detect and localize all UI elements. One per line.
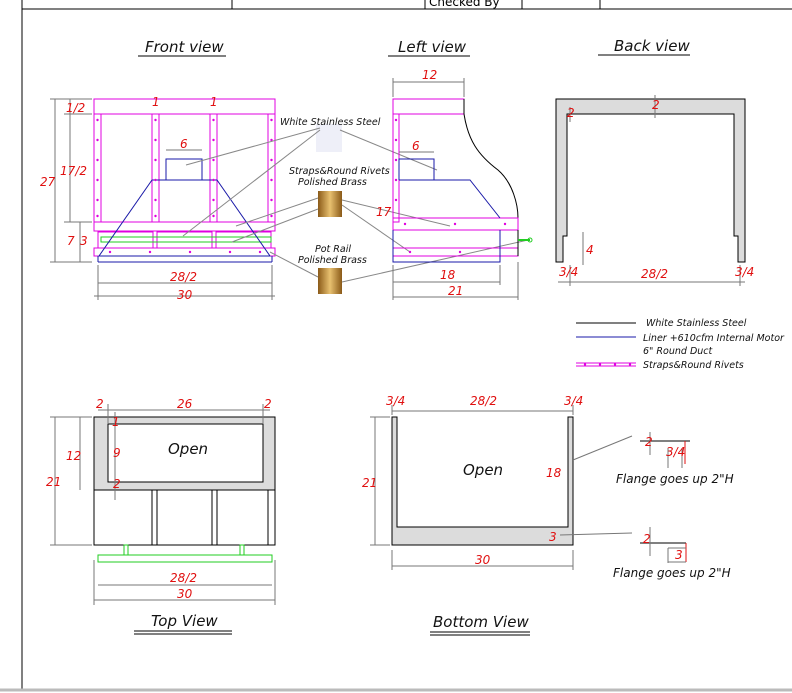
pot-rail-callout-1: Pot Rail xyxy=(315,244,351,255)
left-dim-17: 17 xyxy=(376,205,392,219)
bottom-dim-3: 3 xyxy=(549,530,557,544)
flange-dim-3: 3 xyxy=(675,548,683,562)
front-dim-7: 7 xyxy=(67,234,75,248)
left-dim-6: 6 xyxy=(412,139,420,153)
brass-strap-swatch xyxy=(318,191,342,217)
checked-by-label: Checked By xyxy=(429,0,500,9)
top-dim-30: 30 xyxy=(177,587,193,601)
back-view-title: Back view xyxy=(614,37,690,55)
bottom-dim-34a: 3/4 xyxy=(386,394,405,408)
bottom-open-label: Open xyxy=(463,461,503,479)
straps-callout-1: Straps&Round Rivets xyxy=(289,166,390,177)
top-dim-2c: 2 xyxy=(113,477,121,491)
flange-dim-34: 3/4 xyxy=(666,445,685,459)
front-dim-6: 6 xyxy=(180,137,188,151)
top-dim-28: 28/2 xyxy=(170,571,197,585)
legend-label-2: Liner +610cfm Internal Motor xyxy=(643,333,785,344)
top-view-title: Top View xyxy=(151,612,218,630)
back-view-drawing: 2 2 4 3/4 28/2 3/4 xyxy=(555,95,754,286)
flange-dim-2a: 2 xyxy=(645,435,653,449)
view-titles: Front view Left view Back view Top View … xyxy=(134,37,690,636)
bottom-dim-28: 28/2 xyxy=(470,394,497,408)
bottom-view-drawing: Open 3/4 28/2 3/4 21 18 3 30 xyxy=(362,394,633,570)
top-dim-21: 21 xyxy=(46,475,61,489)
top-dim-2a: 2 xyxy=(96,397,104,411)
back-dim-34b: 3/4 xyxy=(735,265,754,279)
top-dim-1: 1 xyxy=(112,415,120,429)
bottom-dim-18: 18 xyxy=(546,466,562,480)
bottom-dim-34b: 3/4 xyxy=(564,394,583,408)
callouts: White Stainless Steel Straps&Round Rivet… xyxy=(182,117,529,294)
straps-callout-2: Polished Brass xyxy=(298,177,367,188)
front-view-title: Front view xyxy=(145,38,224,56)
bottom-dim-30: 30 xyxy=(475,553,491,567)
left-view-title: Left view xyxy=(398,38,467,56)
back-dim-4: 4 xyxy=(586,243,594,257)
front-dim-3: 3 xyxy=(80,234,88,248)
top-dim-12: 12 xyxy=(66,449,81,463)
back-dim-2b: 2 xyxy=(567,106,575,120)
legend-label-2b: 6" Round Duct xyxy=(643,346,713,357)
legend: White Stainless Steel Liner +610cfm Inte… xyxy=(576,318,785,371)
white-ss-callout: White Stainless Steel xyxy=(280,117,381,128)
top-dim-2b: 2 xyxy=(264,397,272,411)
front-dim-28: 28/2 xyxy=(170,270,197,284)
top-view-drawing: Open 2 26 2 1 9 2 12 21 28/2 30 xyxy=(46,397,276,605)
top-dim-26: 26 xyxy=(177,397,193,411)
left-dim-18: 18 xyxy=(440,268,456,282)
top-open-label: Open xyxy=(168,440,208,458)
bottom-view-title: Bottom View xyxy=(433,613,529,631)
front-view-drawing: 1/2 1 1 6 17/2 27 7 3 28/2 30 xyxy=(40,95,276,302)
left-dim-12: 12 xyxy=(422,68,437,82)
left-view-drawing: 12 6 17 18 21 xyxy=(376,68,533,300)
left-dim-21: 21 xyxy=(448,284,463,298)
back-dim-2a: 2 xyxy=(652,98,660,112)
flange-details: 2 3/4 Flange goes up 2"H 2 3 Flange goes… xyxy=(613,432,734,580)
flange-label-2: Flange goes up 2"H xyxy=(613,566,731,580)
flange-label-1: Flange goes up 2"H xyxy=(616,472,734,486)
front-dim-30: 30 xyxy=(177,288,193,302)
back-dim-34a: 3/4 xyxy=(559,265,578,279)
flange-dim-2b: 2 xyxy=(643,532,651,546)
pot-rail-callout-2: Polished Brass xyxy=(298,255,367,266)
front-dim-half: 1/2 xyxy=(66,101,85,115)
front-dim-27: 27 xyxy=(40,175,56,189)
legend-label-1: White Stainless Steel xyxy=(646,318,747,329)
front-dim-1a: 1 xyxy=(152,95,160,109)
back-dim-28: 28/2 xyxy=(641,267,668,281)
brass-rail-swatch xyxy=(318,268,342,294)
bottom-dim-21: 21 xyxy=(362,476,377,490)
front-dim-1b: 1 xyxy=(210,95,218,109)
top-dim-9: 9 xyxy=(113,446,121,460)
legend-label-3: Straps&Round Rivets xyxy=(643,360,744,371)
front-dim-17: 17/2 xyxy=(60,164,87,178)
